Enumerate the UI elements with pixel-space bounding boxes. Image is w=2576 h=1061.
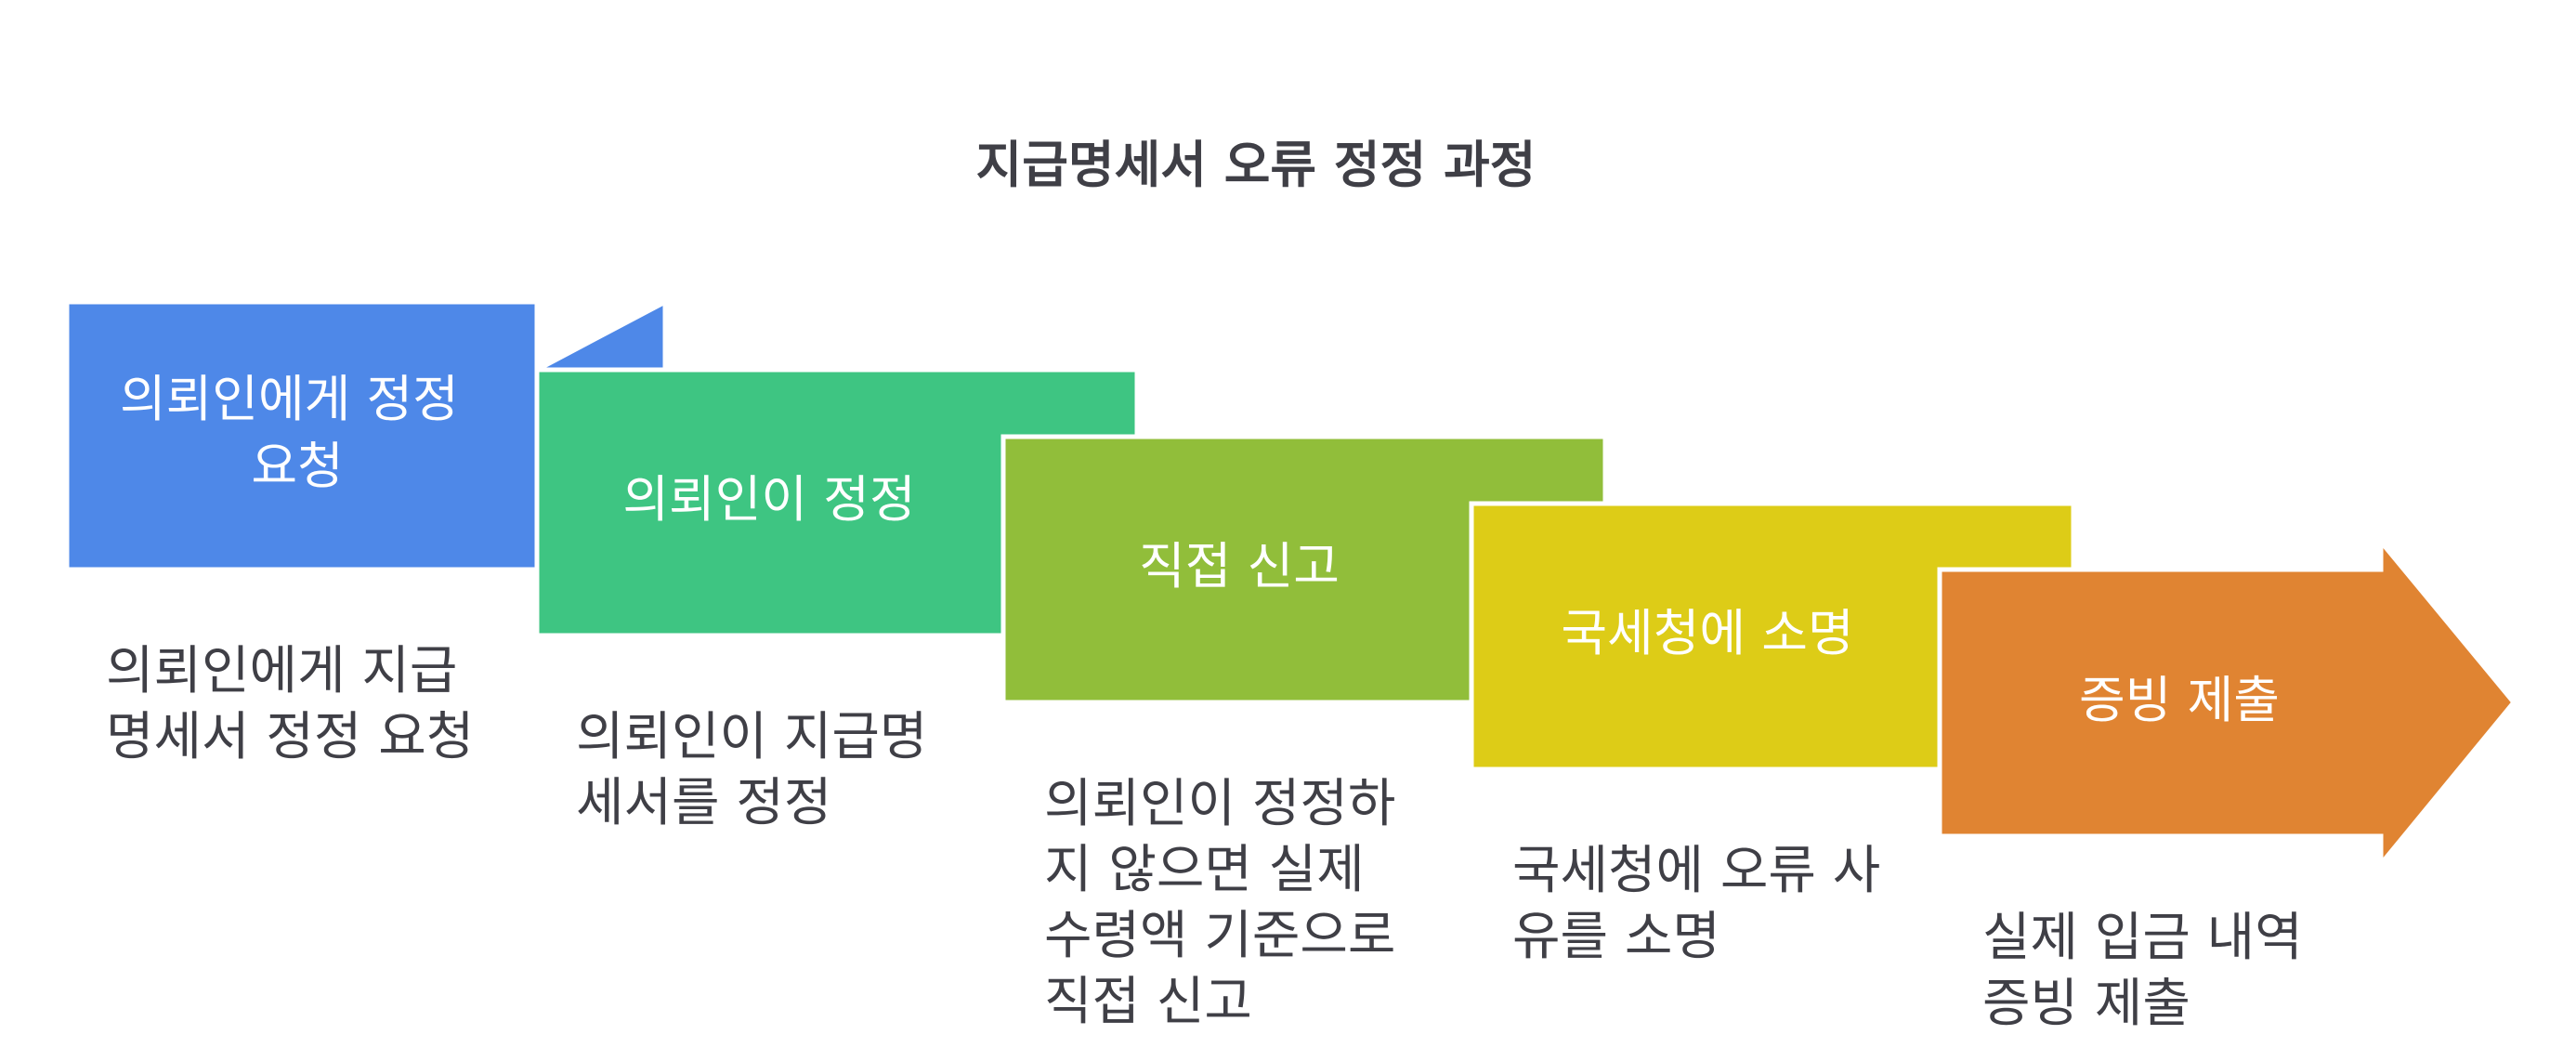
step-2-description: 의뢰인이 지급명 세서를 정정 [576,707,944,833]
step-5-label: 증빙 제출 [2079,671,2280,729]
step-4-desc-line-2: 유를 소명 [1512,907,1720,967]
step-3-description: 의뢰인이 정정하 지 않으면 실제 수령액 기준으로 직접 신고 [1044,774,1412,1032]
step-1: 의뢰인에게 정정 요청 의뢰인에게 지급 명세서 정정 요청 [64,297,668,767]
step-5: 증빙 제출 실제 입금 내역 증빙 제출 [1937,535,2517,1034]
step-5-arrow [1937,535,2517,871]
step-3-desc-line-2: 지 않으면 실제 [1044,840,1365,900]
step-4-label: 국세청에 소명 [1561,604,1853,662]
step-3-desc-line-3: 수령액 기준으로 [1044,906,1395,966]
step-3-label: 직접 신고 [1139,537,1340,596]
step-4-label-line-1: 국세청에 소명 [1561,604,1853,662]
step-3-desc-line-4: 직접 신고 [1044,972,1252,1032]
step-5-desc-line-1: 실제 입금 내역 [1982,908,2303,968]
step-4-desc-line-1: 국세청에 오류 사 [1512,841,1880,901]
step-2-desc-line-2: 세서를 정정 [576,773,831,833]
step-4: 국세청에 소명 국세청에 오류 사 유를 소명 [1469,499,2076,967]
step-1-desc-line-1: 의뢰인에게 지급 [106,641,457,701]
step-1-box [64,299,540,572]
step-3-label-line-1: 직접 신고 [1139,537,1340,596]
step-1-label-line-2: 요청 [251,437,343,495]
step-5-desc-line-2: 증빙 제출 [1982,974,2190,1034]
step-5-label-line-1: 증빙 제출 [2079,671,2280,729]
step-2-label: 의뢰인이 정정 [622,470,915,529]
step-5-description: 실제 입금 내역 증빙 제출 [1982,908,2320,1034]
step-3: 직접 신고 의뢰인이 정정하 지 않으면 실제 수령액 기준으로 직접 신고 [1000,432,1608,1032]
step-2: 의뢰인이 정정 의뢰인이 지급명 세서를 정정 [534,365,1140,833]
step-1-flag-fold [535,297,668,373]
step-4-description: 국세청에 오류 사 유를 소명 [1512,841,1897,967]
step-1-label: 의뢰인에게 정정 요청 [120,370,475,495]
step-2-desc-line-1: 의뢰인이 지급명 [576,707,927,767]
step-1-label-line-1: 의뢰인에게 정정 [120,370,459,428]
step-3-desc-line-1: 의뢰인이 정정하 [1044,774,1395,834]
diagram-title: 지급명세서 오류 정정 과정 [976,136,1536,194]
step-1-description: 의뢰인에게 지급 명세서 정정 요청 [106,641,474,767]
step-2-label-line-1: 의뢰인이 정정 [622,470,915,529]
step-1-desc-line-2: 명세서 정정 요청 [106,707,474,767]
